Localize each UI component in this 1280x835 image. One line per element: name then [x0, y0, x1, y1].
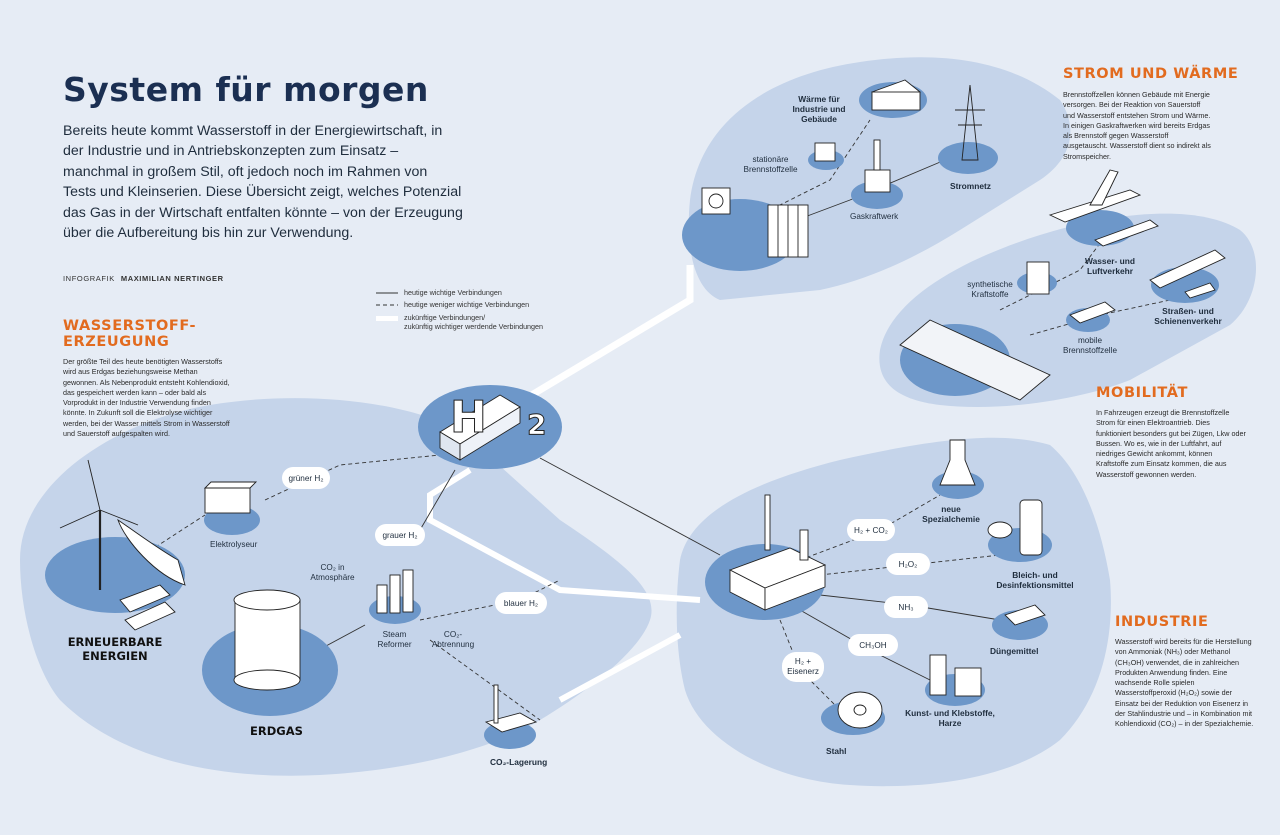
legend-markers: [376, 292, 398, 321]
tractor-icon: [1004, 604, 1046, 626]
electrolyser-icon: [203, 481, 258, 514]
credit-label: INFOGRAFIK: [63, 274, 115, 283]
legend-today-less: heutige weniger wichtige Verbindungen: [404, 300, 530, 309]
section-text-erzeugung: Der größte Teil des heute benötigten Was…: [63, 357, 230, 439]
pill-grauer: grauer H₂: [375, 524, 425, 546]
socket-icon: [701, 187, 731, 215]
legend-today-important: heutige wichtige Verbindungen: [404, 288, 502, 297]
battery-icon: [1069, 301, 1116, 324]
label-gaskraftwerk: Gaskraftwerk: [850, 212, 899, 221]
section-title-erzeugung-2: ERZEUGUNG: [63, 334, 170, 350]
solar-panel-icon: [119, 584, 176, 631]
section-text-industrie: Wasserstoff wird bereits für die Herstel…: [1115, 637, 1254, 729]
label-erdgas: ERDGAS: [250, 724, 303, 738]
renewable-disc: [45, 537, 185, 613]
link-ind-h2o2: [819, 554, 1001, 576]
label-erneuerbare: ERNEUERBARE ENERGIEN: [67, 635, 163, 663]
tape-icon: [987, 521, 1013, 539]
pill-h2o2: H₂O₂: [886, 553, 930, 575]
reformer-icon: [376, 569, 414, 614]
credit: INFOGRAFIK MAXIMILIAN NERTINGER: [63, 274, 224, 283]
label-elektrolyseur: Elektrolyseur: [210, 540, 258, 549]
label-strasse: Straßen- und Schienenverkehr: [1154, 306, 1222, 326]
future-link-storage: [558, 632, 682, 703]
radiator-icon: [767, 204, 809, 258]
pill-ch3oh: CH₃OH: [848, 634, 898, 656]
link-grey: [419, 469, 456, 531]
label-synthetische: synthetische Kraftstoffe: [967, 280, 1013, 299]
co2-storage-icon: [484, 684, 538, 733]
label-waerme: Wärme für Industrie und Gebäude: [792, 94, 846, 124]
section-title-strom: STROM UND WÄRME: [1063, 66, 1239, 82]
legend-future-1: zukünftige Verbindungen/: [404, 313, 486, 322]
train-icon: [1149, 249, 1226, 289]
label-spezialchemie: neue Spezialchemie: [922, 504, 980, 524]
h2-block: [439, 394, 521, 461]
future-link-hub-power: [488, 265, 694, 424]
page-title: System für morgen: [63, 70, 429, 109]
link-hub-industry: [539, 457, 721, 556]
house-icon: [871, 79, 921, 111]
intro-text: Bereits heute kommt Wasserstoff in der E…: [63, 123, 463, 242]
wind-turbine-icon: [59, 459, 139, 590]
label-co2-abtrennung: CO₂-Abtrennung: [431, 630, 475, 649]
ship-icon: [1094, 219, 1159, 247]
section-title-industrie: INDUSTRIE: [1115, 614, 1209, 630]
icons: [59, 79, 1226, 733]
h2-symbol-2: 2: [526, 408, 547, 442]
label-stationaere: stationäre Brennstoffzelle: [743, 155, 798, 174]
link-co2-storage: [429, 639, 541, 721]
label-kunst: Kunst- und Klebstoffe, Harze: [905, 708, 995, 728]
link-ind-steel: [779, 619, 841, 711]
pill-h2-eisenerz: H₂ + Eisenerz: [782, 652, 824, 682]
label-bleich: Bleich- und Desinfektionsmittel: [996, 570, 1074, 590]
section-text-strom: Brennstoffzellen können Gebäude mit Ener…: [1063, 90, 1211, 161]
production-zone: [20, 398, 652, 776]
gasplant-icon: [864, 139, 891, 193]
gas-tank-icon: [233, 589, 301, 691]
pill-blauer: blauer H₂: [495, 592, 547, 614]
plane-icon: [1048, 169, 1142, 223]
steel-coil-icon: [837, 691, 883, 729]
credit-author: MAXIMILIAN NERTINGER: [120, 274, 224, 283]
legend-future-2: zukünftig wichtiger werdende Verbindunge…: [404, 322, 544, 331]
stationary-fc-icon: [814, 142, 836, 162]
h2-symbol-h: H: [450, 392, 488, 444]
pill-h2-co2: H₂ + CO₂: [847, 519, 895, 541]
glue-bottle-icon: [929, 654, 947, 696]
link-heat: [759, 119, 871, 216]
label-mobile: mobile Brennstoffzelle: [1062, 336, 1117, 355]
label-co2-atmo: CO₂ in Atmosphäre: [310, 563, 355, 582]
grid-disc: [938, 142, 998, 174]
glue-can-icon: [954, 667, 982, 697]
label-steam: Steam Reformer: [377, 630, 412, 649]
section-text-mobilitaet: In Fahrzeugen erzeugt die Brennstoffzell…: [1096, 408, 1246, 479]
section-title-erzeugung-1: WASSERSTOFF-: [63, 318, 197, 334]
pill-gruener: grüner H₂: [282, 467, 330, 489]
rail-icon: [899, 319, 1051, 401]
label-duenge: Düngemittel: [990, 646, 1039, 656]
section-title-mobilitaet: MOBILITÄT: [1096, 385, 1188, 401]
factory-icon: [728, 494, 827, 611]
car-icon: [1184, 282, 1216, 299]
label-wasser-luft: Wasser- und Luftverkehr: [1085, 256, 1135, 276]
flask-icon: [939, 439, 976, 486]
future-link-hub-industry: [427, 467, 701, 603]
label-co2-lagerung: CO₂-Lagerung: [490, 757, 548, 767]
solar-dish-icon: [117, 518, 186, 586]
link-green: [264, 454, 441, 501]
bottle-icon: [1019, 499, 1043, 556]
canister-icon: [1026, 261, 1050, 295]
pill-nh3: NH₃: [884, 596, 928, 618]
label-stahl: Stahl: [826, 746, 847, 756]
pylon-icon: [955, 84, 985, 161]
label-stromnetz: Stromnetz: [950, 181, 991, 191]
